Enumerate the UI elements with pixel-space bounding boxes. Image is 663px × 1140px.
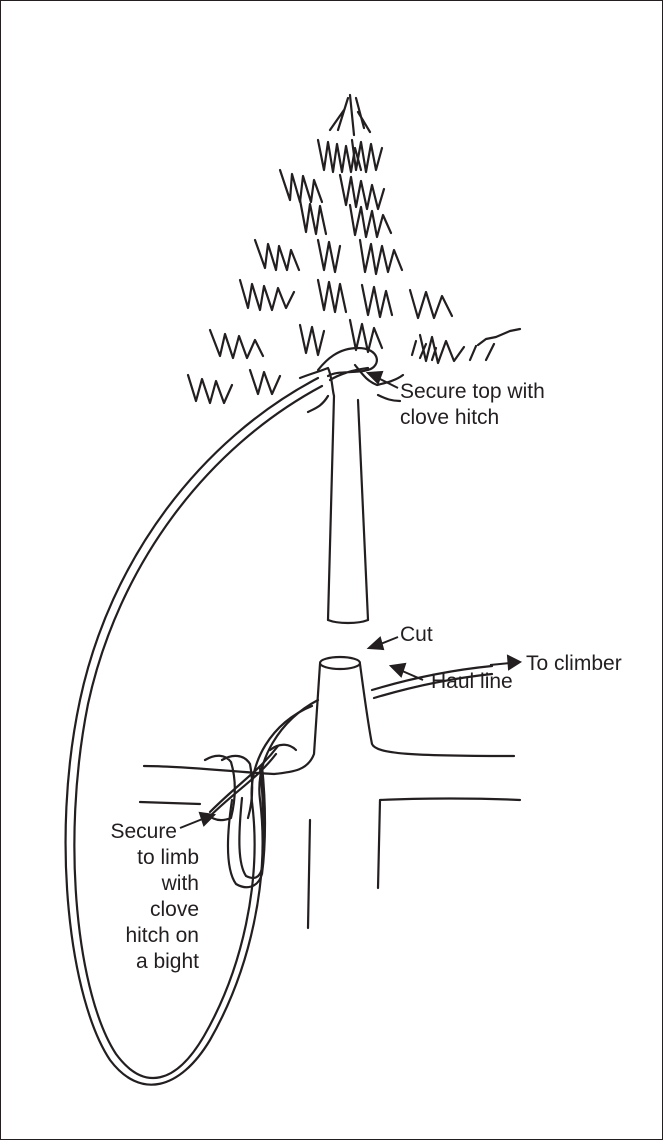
haul-line-rope — [66, 348, 492, 1085]
label-secure-limb-line-4: clove — [150, 898, 199, 921]
label-secure-top-line-2: clove hitch — [400, 406, 499, 429]
upper-trunk — [300, 365, 403, 623]
label-secure-top: Secure top with clove hitch — [400, 380, 545, 429]
label-to-climber: To climber — [526, 652, 622, 675]
tree-foliage — [188, 95, 520, 403]
label-secure-limb-line-1: Secure — [110, 820, 177, 843]
label-secure-limb-line-2: to limb — [137, 846, 199, 869]
label-cut: Cut — [400, 623, 433, 646]
label-haul-line: Haul line — [431, 670, 513, 693]
label-secure-top-line-1: Secure top with — [400, 380, 545, 403]
label-secure-limb-line-5: hitch on — [125, 924, 199, 947]
label-secure-limb-line-3: with — [161, 872, 199, 895]
label-secure-limb-line-6: a bight — [136, 950, 199, 973]
pointer-arrows — [180, 372, 520, 828]
label-secure-limb: Secure to limb with clove hitch on a big… — [110, 820, 199, 973]
